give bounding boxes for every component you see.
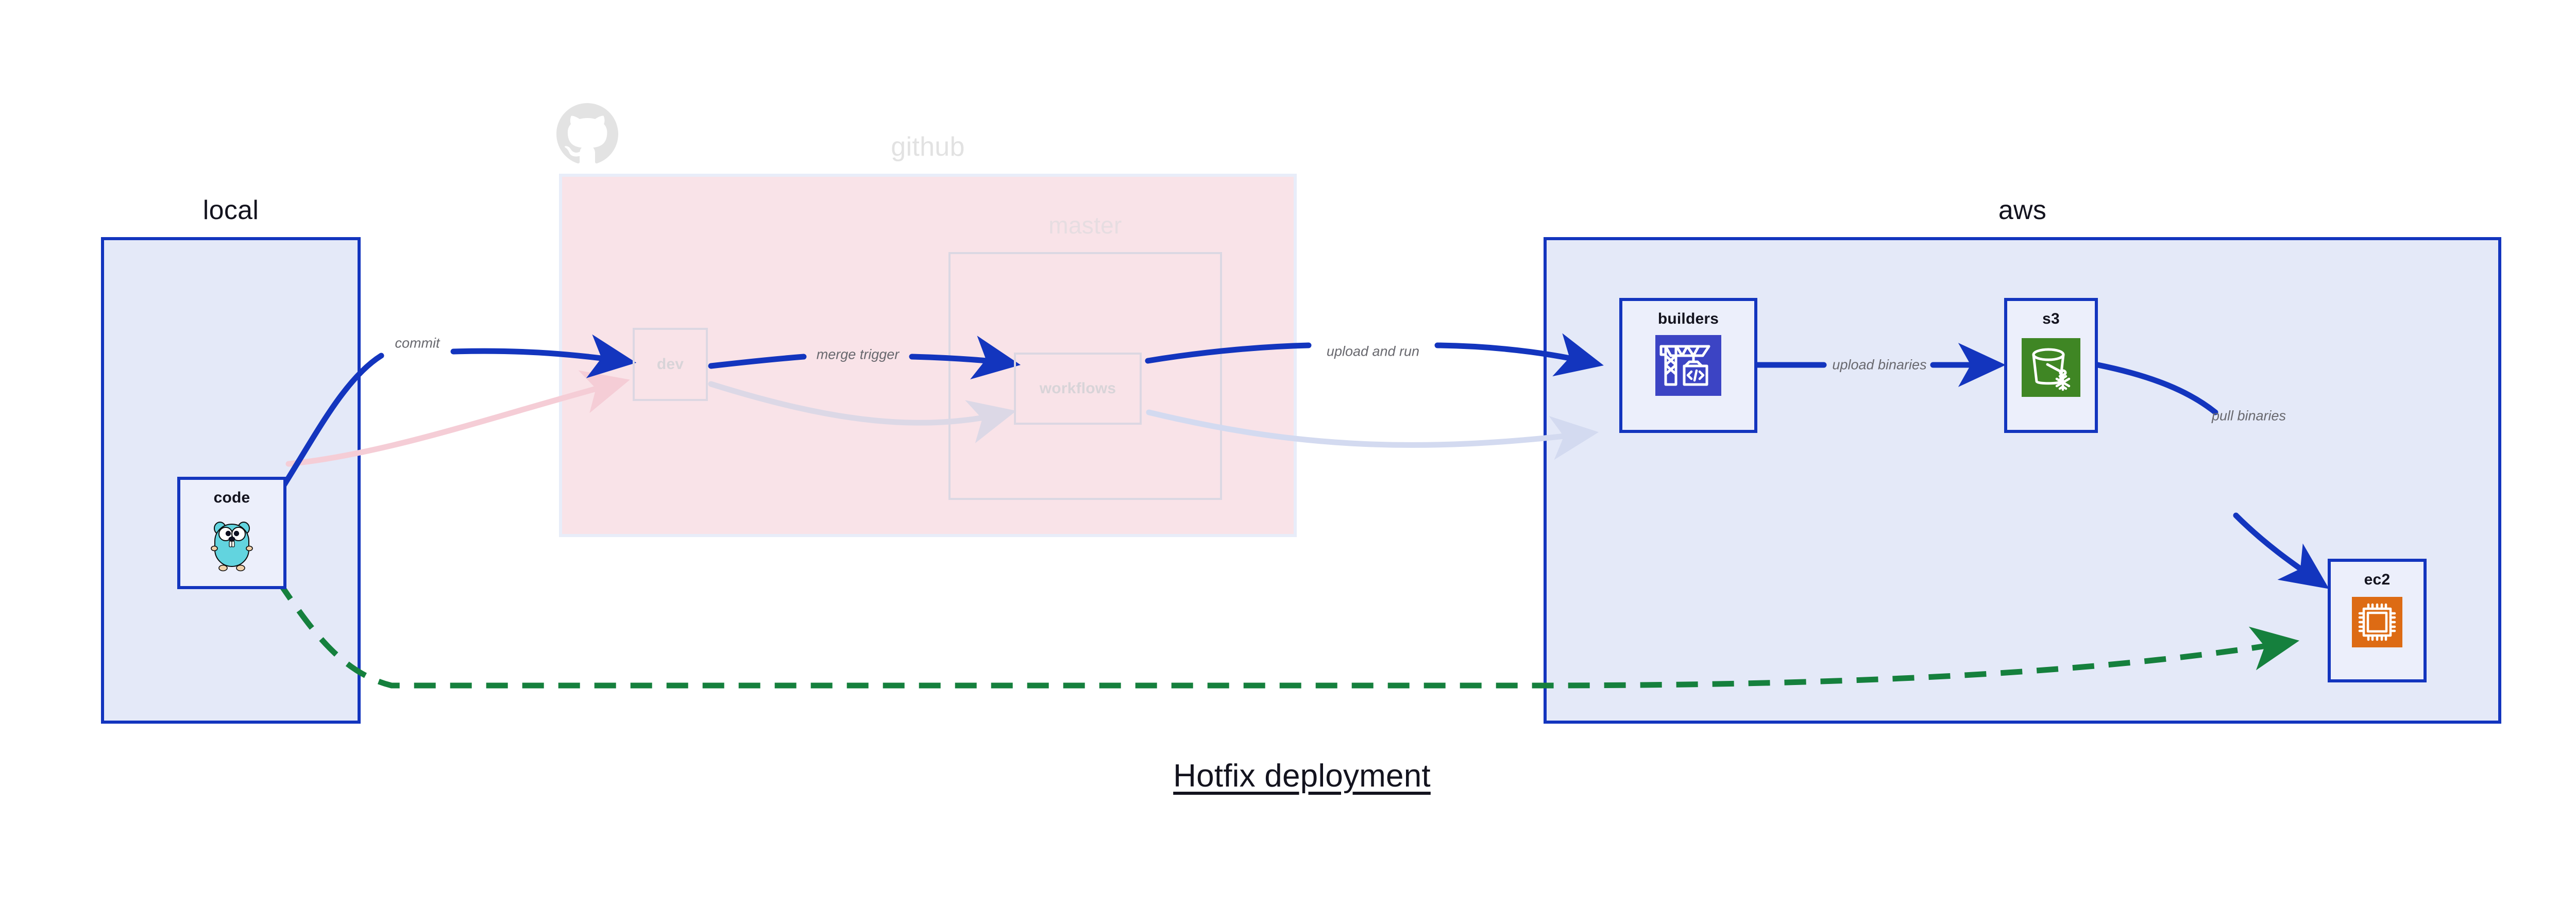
node-ec2[interactable]: ec2 bbox=[2328, 559, 2427, 682]
edge-label-upload-and-run: upload and run bbox=[1326, 343, 1420, 359]
node-code-label: code bbox=[213, 489, 250, 506]
edge-label-commit: commit bbox=[395, 335, 440, 351]
aws-s3-glacier-icon bbox=[2022, 338, 2080, 397]
node-builders[interactable]: builders bbox=[1619, 298, 1757, 433]
cluster-local-label: local bbox=[202, 195, 259, 225]
node-workflows[interactable]: workflows bbox=[1014, 353, 1142, 425]
node-workflows-label: workflows bbox=[1039, 380, 1116, 397]
node-s3-label: s3 bbox=[2042, 310, 2060, 327]
cluster-master bbox=[948, 252, 1222, 500]
node-ec2-label: ec2 bbox=[2364, 571, 2391, 588]
aws-ec2-icon bbox=[2352, 597, 2402, 647]
github-octocat-icon bbox=[556, 103, 618, 165]
cluster-github-label: github bbox=[891, 132, 965, 162]
edge-label-pull-binaries: pull binaries bbox=[2211, 408, 2286, 424]
cluster-aws-label: aws bbox=[1998, 195, 2047, 225]
aws-codebuild-icon bbox=[1655, 335, 1721, 396]
node-dev[interactable]: dev bbox=[633, 328, 708, 401]
diagram-title: Hotfix deployment bbox=[1173, 758, 1431, 794]
edge-label-merge-trigger: merge trigger bbox=[816, 346, 900, 362]
node-code[interactable]: code bbox=[177, 477, 286, 589]
go-gopher-icon bbox=[203, 516, 261, 574]
node-s3[interactable]: s3 bbox=[2004, 298, 2098, 433]
cluster-master-label: master bbox=[1048, 212, 1122, 239]
node-dev-label: dev bbox=[656, 356, 684, 373]
node-builders-label: builders bbox=[1657, 310, 1719, 327]
edge-label-upload-binaries: upload binaries bbox=[1832, 357, 1927, 373]
